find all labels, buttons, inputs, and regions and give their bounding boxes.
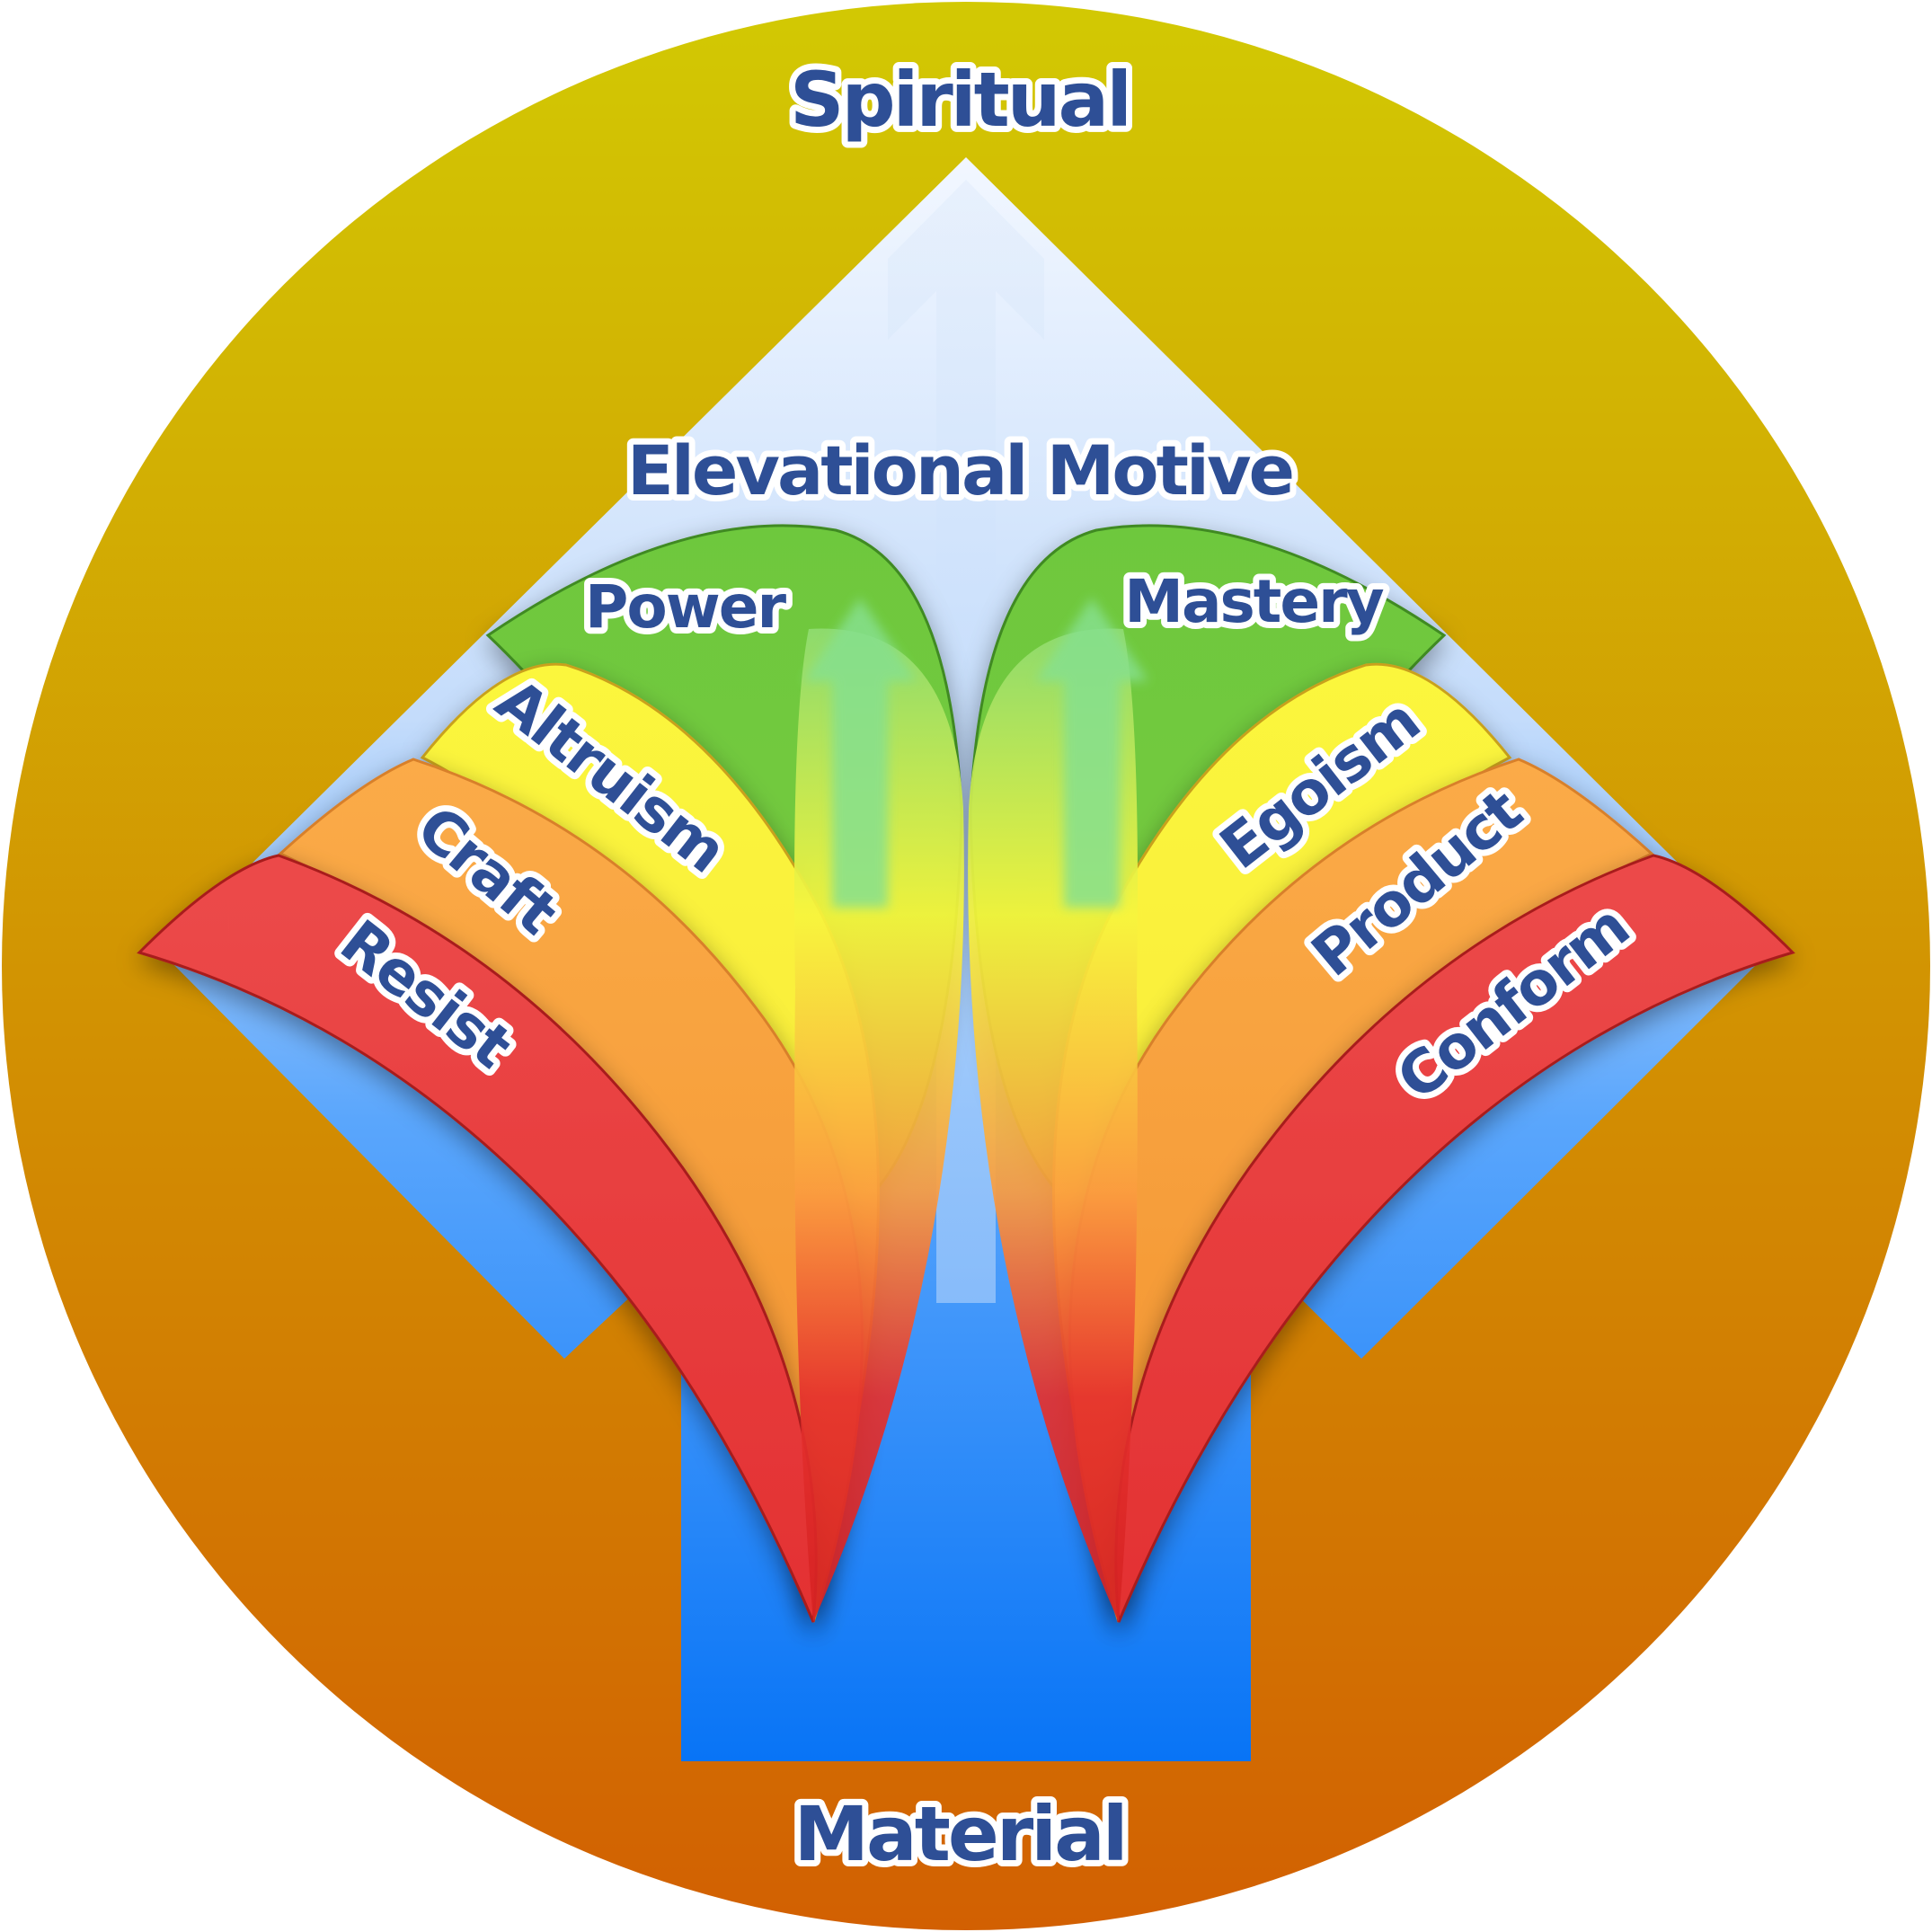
right-band-green-label: Mastery	[1124, 567, 1383, 636]
up-arrow-icon	[162, 157, 1768, 1761]
small-up-arrow-icon	[803, 598, 1148, 908]
top-label: Spiritual	[790, 56, 1130, 144]
right-small-arrow	[1035, 598, 1148, 908]
left-small-arrow	[803, 598, 917, 908]
bottom-label: Material	[793, 1790, 1125, 1878]
center-label: Elevational Motive	[627, 430, 1292, 510]
left-band-green-label: Power	[585, 572, 786, 642]
